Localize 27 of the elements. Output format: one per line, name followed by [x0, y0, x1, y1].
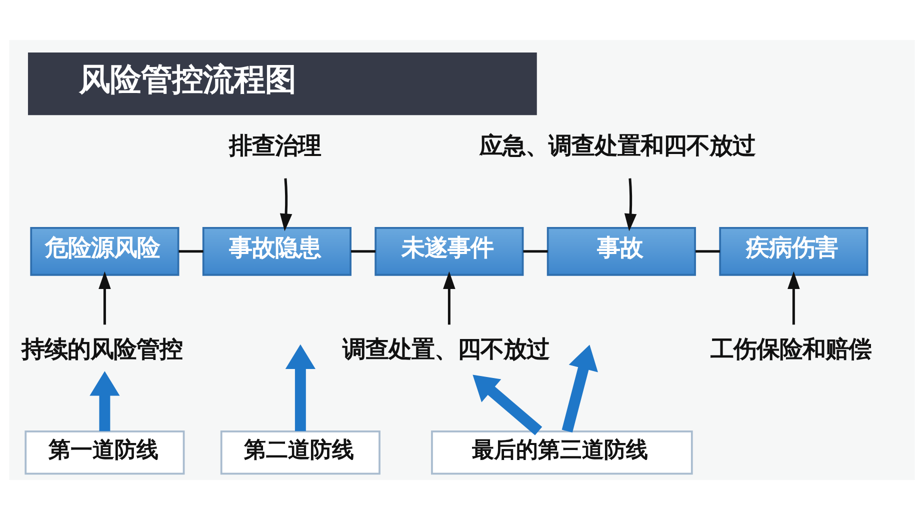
node-box: 危险源风险 — [30, 226, 179, 276]
node-text: 应急、调查处置和四不放过 — [479, 132, 756, 160]
arrow — [561, 344, 598, 432]
arrow — [472, 374, 542, 436]
node-box: 疾病伤害 — [718, 226, 868, 276]
connector — [694, 250, 720, 253]
node-text: 持续的风险管控 — [21, 335, 182, 364]
arrow — [442, 271, 455, 325]
node-text: 工伤保险和赔偿 — [710, 335, 872, 364]
arrow — [98, 271, 110, 325]
node-text: 调查处置、四不放过 — [342, 335, 550, 364]
node-box: 第一道防线 — [24, 430, 184, 475]
arrow — [624, 178, 636, 232]
node-text: 排查治理 — [228, 132, 321, 160]
node-box: 未遂事件 — [374, 226, 524, 276]
connector — [178, 250, 203, 253]
node-box: 事故隐患 — [202, 226, 351, 276]
arrow — [787, 271, 800, 325]
arrow — [279, 178, 292, 232]
connector — [522, 250, 548, 253]
arrow — [284, 344, 315, 432]
diagram-title: 风险管控流程图 — [78, 62, 296, 98]
arrow — [89, 371, 120, 432]
node-box: 事故 — [546, 226, 696, 276]
node-box: 第二道防线 — [220, 430, 380, 475]
connector — [350, 250, 376, 253]
node-box: 最后的第三道防线 — [430, 430, 692, 475]
